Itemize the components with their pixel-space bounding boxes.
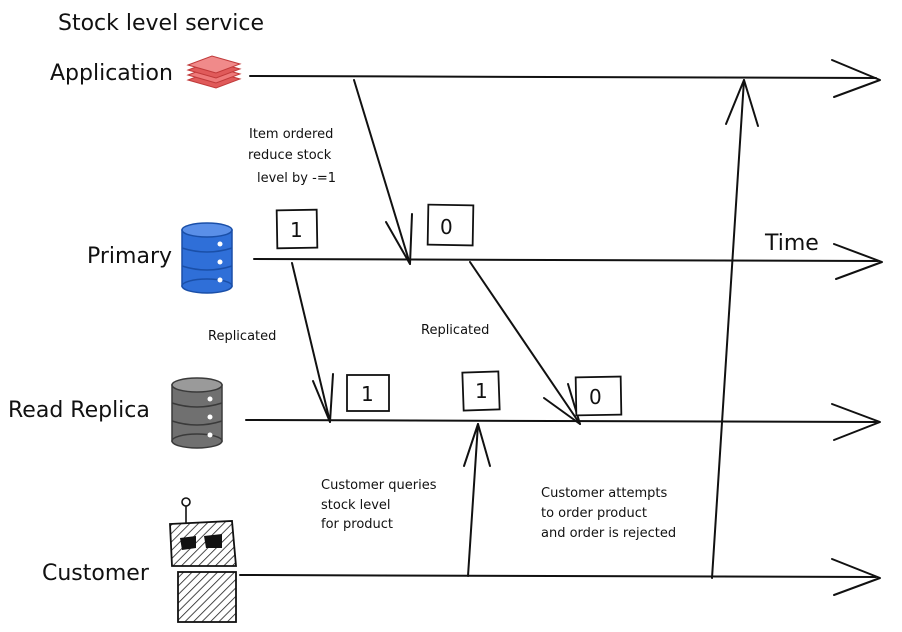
timeline-primary [253, 243, 883, 280]
database-icon [181, 222, 233, 294]
svg-text:1: 1 [475, 379, 488, 403]
svg-text:Customer queries: Customer queries [321, 478, 437, 493]
svg-text:and order is rejected: and order is rejected [541, 526, 676, 541]
value-box-primary-before: 1 [275, 208, 319, 250]
value-box-primary-after: 0 [426, 203, 475, 247]
value-box-replica-b: 1 [461, 370, 501, 412]
svg-text:for product: for product [321, 517, 393, 532]
arrow-replicate-2 [469, 261, 581, 425]
note-replicated-1: Replicated [208, 329, 276, 344]
svg-text:stock level: stock level [321, 498, 391, 513]
note-customer-attempts: Customer attempts to order product and o… [541, 486, 676, 541]
svg-text:0: 0 [440, 215, 453, 239]
arrow-customer-order [711, 79, 759, 579]
svg-text:0: 0 [589, 385, 602, 409]
svg-text:to order product: to order product [541, 506, 647, 521]
svg-text:level by -=1: level by -=1 [257, 171, 336, 186]
note-replicated-2: Replicated [421, 323, 489, 338]
arrow-replicate-1 [291, 262, 334, 423]
lane-label-primary: Primary [87, 244, 172, 269]
timeline-replica [245, 403, 881, 441]
value-box-replica-a: 1 [346, 374, 390, 412]
svg-text:1: 1 [361, 382, 374, 406]
time-label: Time [764, 231, 819, 256]
timeline-application [249, 59, 881, 98]
note-item-ordered: Item ordered reduce stock level by -=1 [248, 127, 336, 186]
arrow-order-to-primary [353, 79, 413, 265]
value-box-replica-after: 0 [574, 375, 623, 417]
svg-text:Item ordered: Item ordered [249, 127, 333, 142]
diagram-title: Stock level service [58, 11, 264, 36]
lane-label-application: Application [50, 61, 173, 86]
svg-text:Customer attempts: Customer attempts [541, 486, 667, 501]
lane-label-customer: Customer [42, 561, 150, 586]
robot-icon [169, 497, 237, 623]
note-customer-queries: Customer queries stock level for product [321, 478, 437, 532]
svg-text:1: 1 [290, 218, 303, 242]
svg-text:reduce stock: reduce stock [248, 148, 332, 163]
database-icon [171, 377, 223, 449]
timeline-customer [239, 558, 881, 596]
arrow-customer-query [463, 423, 491, 577]
lane-label-replica: Read Replica [8, 398, 150, 423]
stack-layers-icon [186, 55, 242, 89]
